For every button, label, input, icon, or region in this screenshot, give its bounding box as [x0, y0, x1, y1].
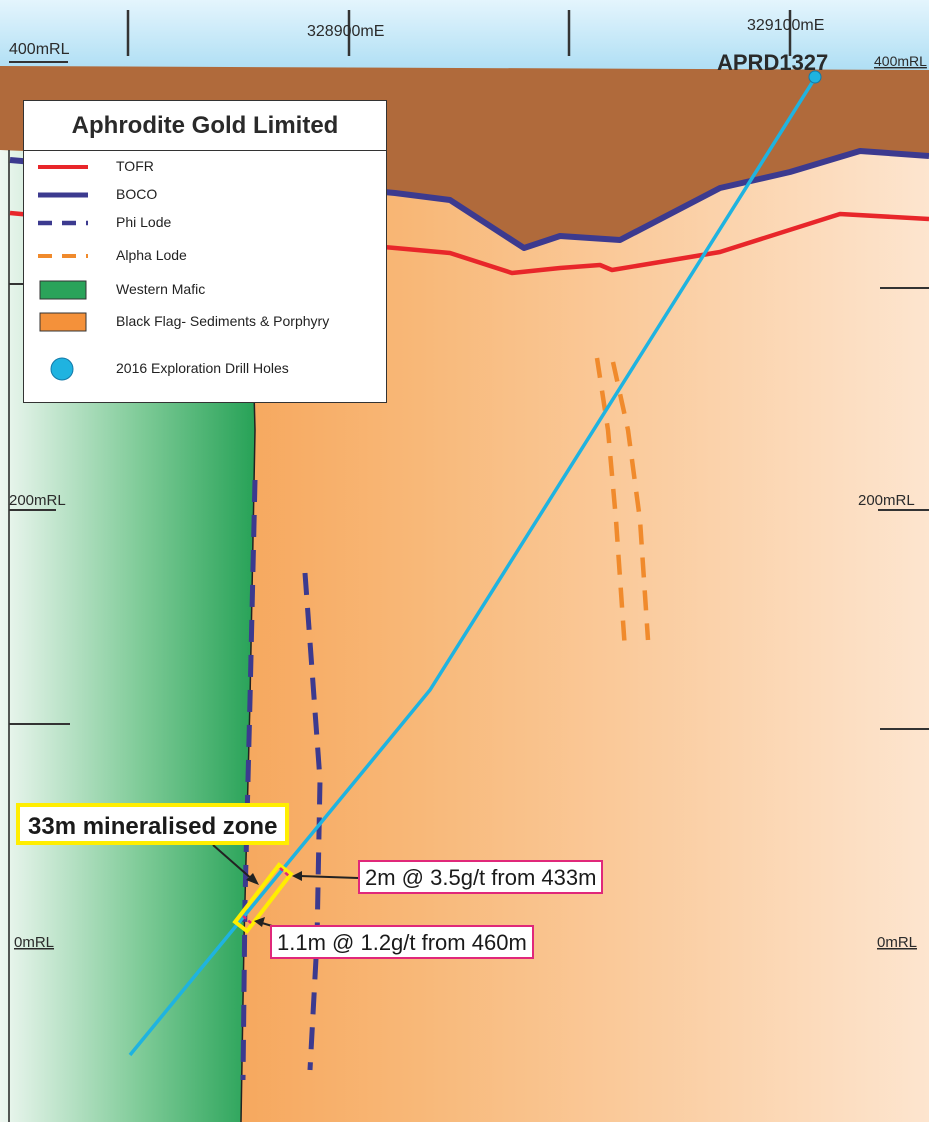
- intercept-1-mark: [279, 867, 290, 877]
- drill-hole-collar: [808, 70, 822, 84]
- alpha-lode-dash-swatch-icon: [38, 254, 88, 258]
- boco-line-swatch-icon: [38, 192, 88, 198]
- alpha-lode-2: [610, 361, 651, 641]
- legend-label-boco: BOCO: [116, 186, 158, 202]
- legend-item-boco: BOCO: [24, 183, 386, 207]
- intercept-2-mark: [242, 915, 252, 924]
- rl-label-right-200: 200mRL: [858, 492, 915, 509]
- mineralised-zone-box: [232, 862, 294, 934]
- mineralised-zone-label: 33m mineralised zone: [16, 803, 290, 845]
- alpha-lode-1: [594, 357, 628, 651]
- legend-label-western-mafic: Western Mafic: [116, 281, 206, 297]
- legend-label-drill-holes: 2016 Exploration Drill Holes: [116, 360, 289, 376]
- intercept-2-arrowhead: [254, 917, 265, 927]
- tofr-line: [9, 210, 929, 276]
- boco-line: [9, 148, 929, 251]
- legend-label-black-flag: Black Flag- Sediments & Porphyry: [116, 313, 330, 329]
- phi-lode-1: [240, 479, 258, 1081]
- drill-hole-trace: [128, 77, 817, 1057]
- intercept-2-label: 1.1m @ 1.2g/t from 460m: [270, 925, 534, 959]
- phi-lode-2: [302, 572, 323, 1071]
- easting-label-329100: 329100mE: [747, 17, 824, 34]
- black-flag-fill-swatch-icon: [39, 312, 87, 332]
- intercept-1-arrowhead: [292, 871, 302, 881]
- legend-item-black-flag: Black Flag- Sediments & Porphyry: [24, 310, 386, 334]
- legend-item-drill-holes: 2016 Exploration Drill Holes: [24, 357, 386, 381]
- legend-title: Aphrodite Gold Limited: [24, 101, 386, 151]
- legend-item-tofr: TOFR: [24, 155, 386, 179]
- legend-label-phi-lode: Phi Lode: [116, 214, 172, 230]
- legend-item-western-mafic: Western Mafic: [24, 278, 386, 302]
- rl-label-right-0: 0mRL: [877, 934, 917, 951]
- legend-item-phi-lode: Phi Lode: [24, 211, 386, 235]
- rl-label-top-left: 400mRL: [9, 41, 70, 58]
- rl-label-top-right: 400mRL: [874, 53, 927, 69]
- western-mafic-fill-swatch-icon: [39, 280, 87, 300]
- tofr-line-swatch-icon: [38, 165, 88, 169]
- legend-label-tofr: TOFR: [116, 158, 154, 174]
- rl-label-left-0: 0mRL: [14, 934, 54, 951]
- drill-hole-id: APRD1327: [717, 50, 828, 75]
- easting-label-328900: 328900mE: [307, 23, 384, 40]
- legend-label-alpha-lode: Alpha Lode: [116, 247, 187, 263]
- rl-label-left-200: 200mRL: [9, 492, 66, 509]
- legend-item-alpha-lode: Alpha Lode: [24, 244, 386, 268]
- zone-label-arrowhead: [246, 873, 259, 885]
- intercept-1-leader: [299, 875, 359, 879]
- zone-label-leader: [212, 844, 254, 881]
- drill-hole-dot-swatch-icon: [50, 357, 74, 381]
- legend-box: Aphrodite Gold Limited TOFR BOCO Phi Lod…: [23, 100, 387, 403]
- intercept-1-label: 2m @ 3.5g/t from 433m: [358, 860, 604, 894]
- sky-band: [0, 0, 929, 78]
- phi-lode-dash-swatch-icon: [38, 220, 88, 226]
